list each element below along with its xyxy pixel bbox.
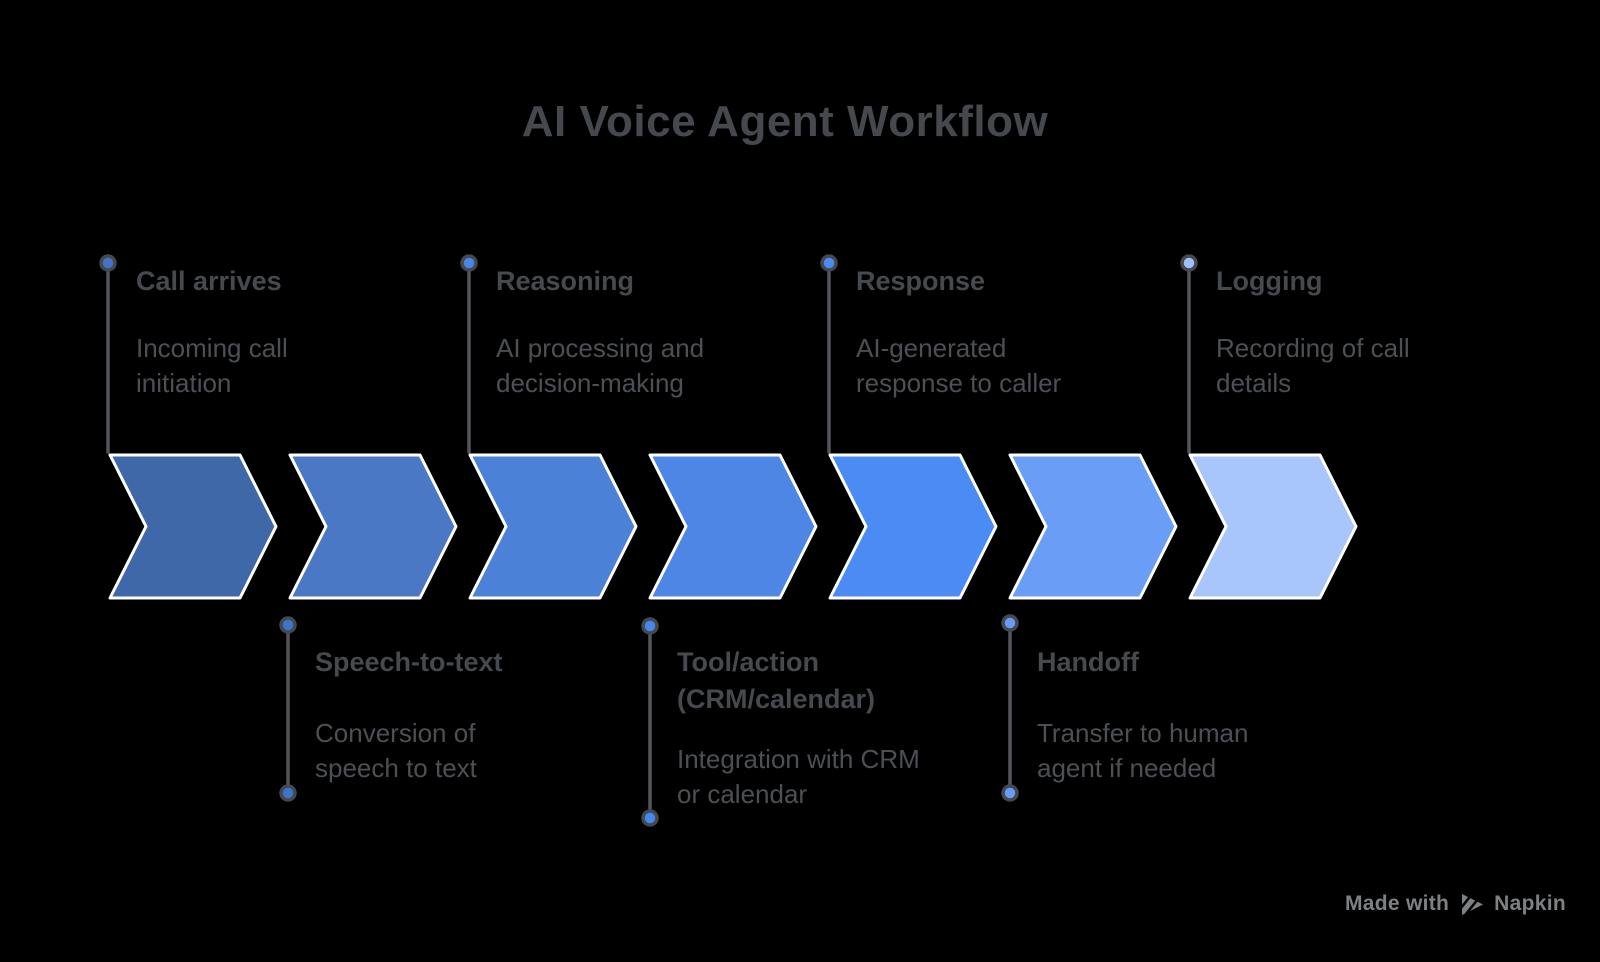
arrow-response bbox=[828, 453, 998, 600]
step-heading-reasoning: Reasoning bbox=[496, 266, 635, 296]
connector-dot bbox=[641, 617, 659, 635]
connector-dot bbox=[279, 616, 297, 634]
step-heading-call-arrives: Call arrives bbox=[136, 266, 282, 296]
connector-dot bbox=[460, 254, 478, 272]
arrow-logging bbox=[1188, 453, 1358, 600]
connector-dot bbox=[99, 254, 117, 272]
connector-dot bbox=[1180, 254, 1198, 272]
step-heading-tool-action: Tool/action (CRM/calendar) bbox=[677, 647, 876, 714]
step-heading-handoff: Handoff bbox=[1037, 647, 1139, 677]
connector-dot bbox=[279, 784, 297, 802]
step-description-response: AI-generated response to caller bbox=[856, 333, 1062, 398]
connector-dot bbox=[1001, 784, 1019, 802]
connector-call-arrives bbox=[99, 254, 117, 454]
connector-tool-action bbox=[641, 617, 659, 827]
watermark: Made with Napkin bbox=[1345, 888, 1566, 920]
step-heading-response: Response bbox=[856, 266, 986, 296]
step-heading-logging: Logging bbox=[1216, 266, 1323, 296]
connector-dot bbox=[820, 254, 838, 272]
step-heading-speech-to-text: Speech-to-text bbox=[315, 647, 503, 677]
step-description-tool-action: Integration with CRM or calendar bbox=[677, 744, 920, 809]
arrow-handoff bbox=[1008, 453, 1178, 600]
connector-logging bbox=[1180, 254, 1198, 454]
connector-response bbox=[820, 254, 838, 454]
step-description-reasoning: AI processing and decision-making bbox=[496, 333, 705, 398]
connector-dot bbox=[641, 809, 659, 827]
connector-handoff bbox=[1001, 614, 1019, 802]
connector-speech-to-text bbox=[279, 616, 297, 802]
arrow-call-arrives bbox=[108, 453, 278, 600]
connector-reasoning bbox=[460, 254, 478, 454]
arrow-tool-action bbox=[648, 453, 818, 600]
step-description-logging: Recording of call details bbox=[1216, 333, 1410, 398]
napkin-logo-icon bbox=[1460, 892, 1484, 915]
arrow-reasoning bbox=[468, 453, 638, 600]
step-description-call-arrives: Incoming call initiation bbox=[136, 333, 288, 398]
arrow-speech-to-text bbox=[288, 453, 458, 600]
watermark-made-with-text: Made with bbox=[1344, 892, 1450, 915]
step-description-handoff: Transfer to human agent if needed bbox=[1037, 718, 1249, 783]
connector-dot bbox=[1001, 614, 1019, 632]
diagram-title: AI Voice Agent Workflow bbox=[521, 97, 1049, 146]
watermark-brand-text: Napkin bbox=[1494, 892, 1566, 915]
step-description-speech-to-text: Conversion of speech to text bbox=[315, 718, 477, 783]
